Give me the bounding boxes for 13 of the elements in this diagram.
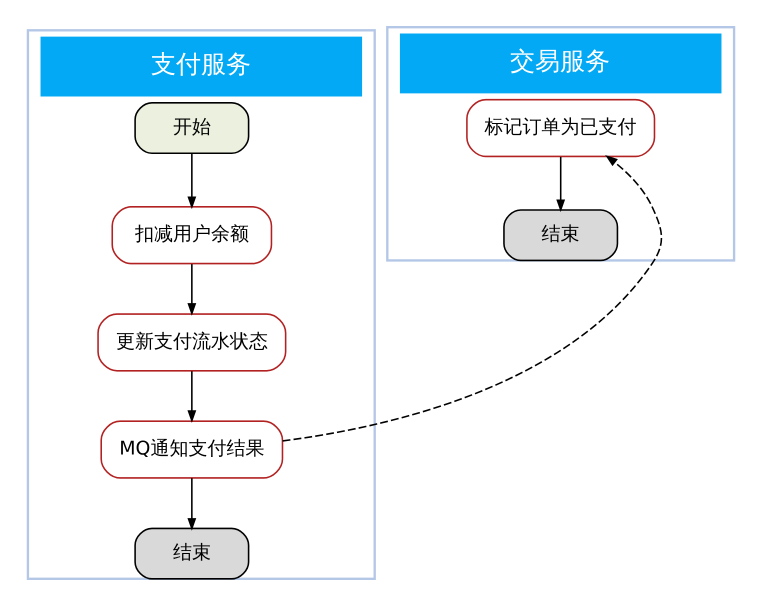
arrow — [282, 154, 662, 442]
node-box: 结束 — [134, 528, 249, 580]
arrow — [186, 264, 196, 316]
arrow — [186, 478, 196, 531]
arrow — [186, 371, 196, 423]
node-box: 更新支付流水状态 — [96, 313, 286, 372]
node-box: 扣减用户余额 — [110, 206, 272, 264]
node-box: MQ通知支付结果 — [100, 420, 283, 479]
node-box: 结束 — [502, 209, 618, 262]
arrow — [186, 154, 196, 210]
node-box: 标记订单为已支付 — [466, 98, 655, 158]
node-box: 开始 — [134, 102, 249, 154]
arrow — [556, 156, 565, 212]
